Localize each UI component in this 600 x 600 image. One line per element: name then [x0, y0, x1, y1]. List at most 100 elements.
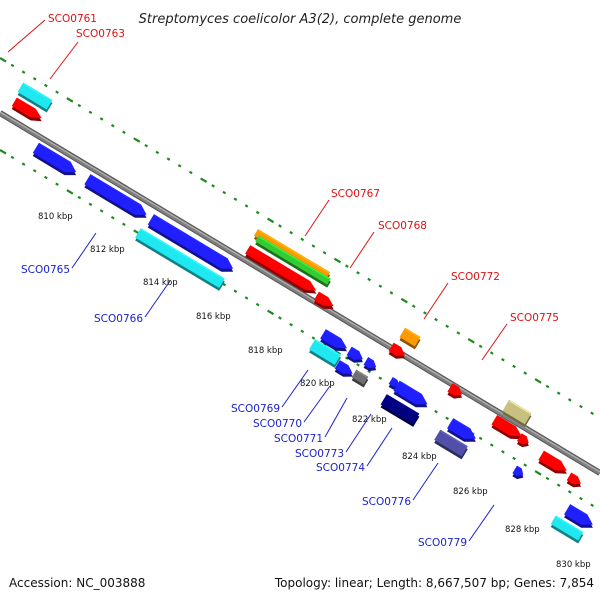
- gene-sco0774[interactable]: [380, 394, 420, 427]
- tick-minor: [367, 277, 372, 282]
- label-sco0776[interactable]: SCO0776: [362, 462, 439, 508]
- label-sco0774[interactable]: SCO0774: [316, 427, 393, 474]
- gene-sco0771[interactable]: [351, 369, 369, 388]
- tick-minor: [322, 251, 327, 255]
- tick-major: [467, 337, 475, 344]
- gene-features: [11, 82, 593, 544]
- tick-minor: [211, 184, 215, 188]
- gene-sco0776[interactable]: [434, 429, 468, 460]
- label-sco0770[interactable]: SCO0770: [253, 385, 331, 430]
- gene-sco0769b[interactable]: [346, 346, 363, 363]
- tick-minor: [489, 443, 494, 447]
- gene-sco0767b-highlight: [258, 236, 330, 280]
- label-sco0773[interactable]: SCO0773: [295, 413, 372, 460]
- label-sco0779[interactable]: SCO0779: [418, 504, 495, 549]
- gene-sco0779[interactable]: [564, 504, 593, 528]
- label-sco0763-leader: [49, 41, 79, 80]
- label-sco0763[interactable]: SCO0763: [49, 28, 125, 80]
- label-sco0775[interactable]: SCO0775: [481, 312, 559, 361]
- gene-sco0779b[interactable]: [550, 515, 584, 544]
- gene-sco0775a-highlight: [452, 384, 459, 388]
- tick-minor: [478, 344, 483, 349]
- gene-sco0775d[interactable]: [566, 472, 582, 488]
- gene-labels: SCO0761SCO0763SCO0767SCO0768SCO0772SCO07…: [7, 13, 559, 549]
- gene-sco0763[interactable]: [17, 82, 53, 113]
- gene-sco0772b[interactable]: [388, 342, 405, 359]
- gene-sco0773[interactable]: [393, 380, 428, 408]
- tick-minor: [233, 289, 238, 293]
- label-sco0772[interactable]: SCO0772: [423, 271, 500, 320]
- gene-sco0767[interactable]: [245, 245, 317, 294]
- kbp-label: 816 kbp: [196, 312, 231, 322]
- label-sco0768[interactable]: SCO0768: [349, 220, 427, 269]
- backbone-highlight: [0, 111, 600, 473]
- gene-sco0767-body: [245, 245, 317, 291]
- tick-minor: [423, 311, 427, 315]
- gene-sco0770[interactable]: [334, 360, 353, 377]
- kbp-label: 810 kbp: [38, 212, 73, 222]
- tick-minor: [523, 463, 528, 467]
- gene-sco0770-highlight: [339, 361, 348, 366]
- gene-sco0761[interactable]: [11, 97, 42, 122]
- tick-major: [333, 349, 341, 356]
- label-sco0773-leader: [345, 413, 372, 453]
- label-sco0765[interactable]: SCO0765: [21, 232, 97, 276]
- gene-sco0769a[interactable]: [320, 329, 348, 352]
- label-sco0769[interactable]: SCO0769: [231, 369, 309, 415]
- gene-sco0775[interactable]: [491, 415, 522, 440]
- label-sco0771[interactable]: SCO0771: [274, 397, 348, 445]
- accession-text: Accession: NC_003888: [9, 576, 145, 590]
- gene-sco0769c-body: [363, 357, 377, 369]
- gene-sco0769[interactable]: [309, 339, 341, 368]
- gene-sco0765-body: [84, 174, 147, 215]
- gene-sco0765b[interactable]: [147, 214, 234, 272]
- gene-sco0768-highlight: [319, 292, 328, 298]
- gene-sco0773a-body: [388, 376, 400, 387]
- tick-minor: [411, 304, 416, 308]
- tick-minor: [523, 371, 528, 375]
- gene-sco0769c[interactable]: [363, 357, 377, 372]
- gene-sco0768-body: [313, 291, 334, 307]
- label-sco0771-text: SCO0771: [274, 433, 323, 445]
- tick-major: [400, 297, 408, 304]
- gene-sco0775a[interactable]: [447, 383, 463, 399]
- tick-minor: [88, 202, 93, 206]
- tick-minor: [99, 117, 104, 121]
- tick-minor: [434, 317, 438, 322]
- gene-sco0775b[interactable]: [516, 433, 529, 448]
- tick-minor: [445, 324, 450, 329]
- tick-major: [534, 378, 542, 384]
- gene-sco0763-highlight: [23, 83, 52, 101]
- gene-sco0775c[interactable]: [538, 450, 567, 474]
- label-sco0761[interactable]: SCO0761: [7, 13, 97, 53]
- gene-sco0764[interactable]: [32, 142, 77, 176]
- gene-sco0779b-highlight: [555, 516, 583, 533]
- gene-sco0765[interactable]: [84, 174, 147, 218]
- gene-sco0771-highlight: [356, 370, 368, 378]
- tick-minor: [590, 411, 594, 415]
- gene-sco0775d-highlight: [571, 473, 577, 478]
- tick-major: [333, 257, 341, 264]
- label-sco0763-text: SCO0763: [76, 28, 125, 40]
- tick-minor: [244, 296, 249, 300]
- label-sco0767[interactable]: SCO0767: [304, 188, 380, 237]
- gene-sco0776a[interactable]: [447, 418, 476, 442]
- label-sco0775-leader: [481, 323, 508, 361]
- tick-major: [133, 137, 141, 143]
- gene-sco0767a-body: [253, 228, 331, 280]
- label-sco0779-text: SCO0779: [418, 537, 467, 549]
- gene-sco0767b[interactable]: [255, 235, 331, 288]
- gene-sco0772[interactable]: [399, 327, 421, 350]
- tick-minor: [10, 63, 15, 68]
- label-sco0766[interactable]: SCO0766: [94, 280, 171, 325]
- tick-minor: [378, 284, 383, 288]
- gene-sco0775k[interactable]: [502, 399, 532, 428]
- gene-sco0765-highlight: [90, 175, 140, 206]
- gene-sco0776b[interactable]: [512, 465, 524, 480]
- gene-sco0769a-body: [320, 329, 348, 349]
- tick-minor: [21, 70, 26, 74]
- gene-sco0768[interactable]: [313, 291, 334, 310]
- gene-sco0766[interactable]: [135, 228, 225, 291]
- tick-minor: [289, 322, 293, 327]
